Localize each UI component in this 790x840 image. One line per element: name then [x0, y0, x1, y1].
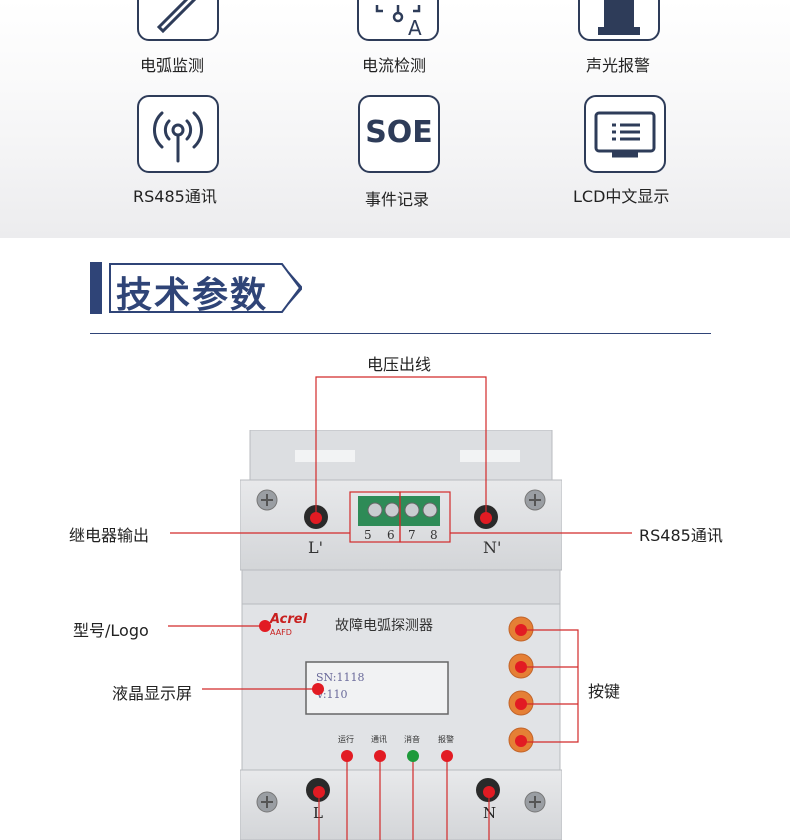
led-label-comm: 通讯	[371, 735, 387, 744]
label-lcd: 液晶显示屏	[112, 684, 193, 703]
brand-model: AAFD	[270, 628, 292, 637]
feature-label-soe: 事件记录	[365, 190, 430, 209]
feature-label-alarm: 声光报警	[586, 56, 651, 75]
section-title-text: 技术参数	[116, 275, 269, 316]
terminal-number-8: 8	[430, 528, 438, 542]
led-label-mute: 消音	[404, 735, 420, 744]
lcd-line-1: SN:1118	[316, 671, 365, 684]
soe-icon: SOE	[358, 95, 440, 173]
feature-label-current: 电流检测	[362, 56, 427, 75]
section-title-bar	[90, 262, 102, 314]
alarm-light-icon	[578, 0, 660, 41]
terminal-number-5: 5	[364, 528, 372, 542]
lcd-monitor-icon	[584, 95, 666, 173]
terminal-label-n: N	[483, 804, 497, 822]
arc-fault-detector-device: 5 6 7 8 L' N' Acrel AAFD 故障电弧探测器 SN:1118…	[240, 430, 562, 840]
feature-band: 电弧监测 A 电流检测 声光报警 RS485通讯 SOE 事件记录	[0, 0, 790, 238]
terminal-label-l: L	[313, 804, 323, 822]
led-label-run: 运行	[338, 735, 354, 744]
feature-label-lcd: LCD中文显示	[573, 187, 670, 206]
section-divider	[90, 333, 711, 334]
label-voltage-out: 电压出线	[367, 355, 432, 374]
label-keys: 按键	[588, 682, 621, 701]
ammeter-letter: A	[408, 16, 422, 39]
current-ammeter-icon: A	[357, 0, 439, 41]
label-model-logo: 型号/Logo	[73, 621, 149, 640]
feature-label-rs485: RS485通讯	[133, 187, 217, 206]
lcd-line-2: V:110	[316, 688, 348, 701]
soe-icon-text: SOE	[365, 115, 433, 150]
section-title-frame	[109, 263, 302, 313]
feature-label-arc: 电弧监测	[140, 56, 205, 75]
brand-logo: Acrel	[270, 612, 308, 627]
label-rs485: RS485通讯	[639, 526, 723, 545]
arc-pen-icon	[137, 0, 219, 41]
terminal-number-7: 7	[408, 528, 416, 542]
terminal-number-6: 6	[387, 528, 395, 542]
terminal-label-n-prime: N'	[483, 538, 502, 557]
led-label-alarm: 报警	[438, 735, 454, 744]
terminal-label-l-prime: L'	[308, 538, 324, 557]
label-relay-out: 继电器输出	[69, 526, 150, 545]
device-name: 故障电弧探测器	[335, 618, 433, 634]
wireless-antenna-icon	[137, 95, 219, 173]
